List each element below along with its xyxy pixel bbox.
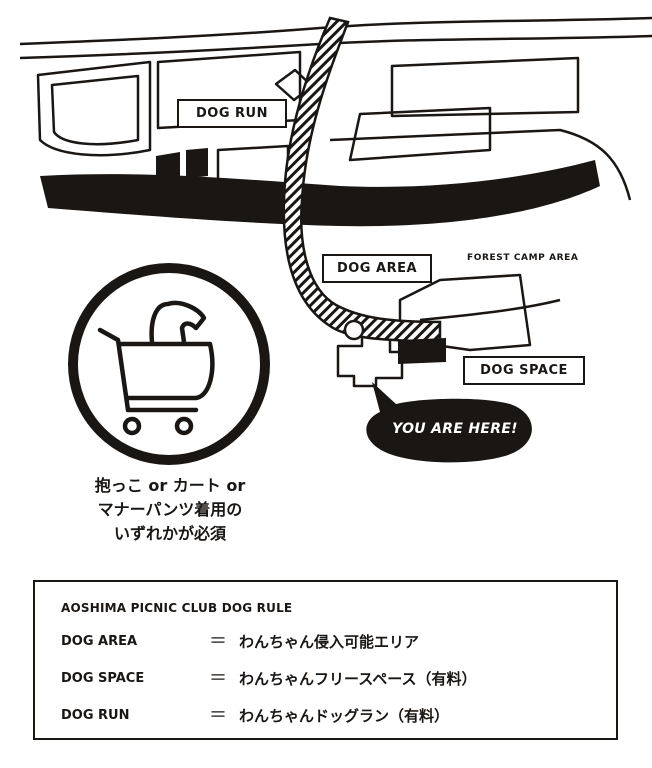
equals-sign: ＝ xyxy=(209,668,227,689)
dog-area-label: DOG AREA xyxy=(322,254,432,283)
east-path xyxy=(329,128,632,201)
dog-run-pen-2 xyxy=(186,148,208,178)
rule-term: DOG AREA xyxy=(61,634,138,649)
you-are-here-building xyxy=(336,334,404,388)
dog-rules-box: AOSHIMA PICNIC CLUB DOG RULE DOG AREA ＝ … xyxy=(33,580,618,740)
top-road-edge xyxy=(19,16,652,46)
parking-block xyxy=(36,60,152,157)
you-are-here-bubble xyxy=(366,382,532,463)
rules-title: AOSHIMA PICNIC CLUB DOG RULE xyxy=(61,601,293,615)
equals-sign: ＝ xyxy=(209,705,227,726)
area-map: DOG RUN DOG AREA DOG SPACE FOREST CAMP A… xyxy=(19,16,652,465)
building-east-2 xyxy=(348,106,492,162)
notice-line-2: マナーパンツ着用の xyxy=(97,500,243,519)
map-drawing xyxy=(19,16,652,465)
building-east-1 xyxy=(390,56,580,118)
rule-description: わんちゃん侵入可能エリア xyxy=(239,633,420,651)
dog-run-label: DOG RUN xyxy=(177,99,287,128)
forest-camp-path xyxy=(419,298,561,322)
rule-term: DOG RUN xyxy=(61,708,130,723)
dog-area-route xyxy=(282,16,442,344)
you-are-here-label: YOU ARE HERE! xyxy=(392,421,518,437)
notice-line-1: 抱っこ or カート or xyxy=(94,476,246,495)
route-node xyxy=(343,319,365,341)
rule-row-dog-run: DOG RUN ＝ わんちゃんドッグラン（有料） xyxy=(61,703,601,729)
forest-camp-area-label: FOREST CAMP AREA xyxy=(467,253,579,263)
rule-row-dog-space: DOG SPACE ＝ わんちゃんフリースペース（有料） xyxy=(61,666,601,692)
dog-entry-notice: 抱っこ or カート or マナーパンツ着用の いずれかが必須 xyxy=(40,474,300,546)
dog-in-cart-icon xyxy=(68,263,270,465)
dog-space-label: DOG SPACE xyxy=(463,356,585,385)
dog-space-block xyxy=(398,338,446,364)
parking-block-inner xyxy=(50,74,140,146)
rule-description: わんちゃんドッグラン（有料） xyxy=(239,707,450,725)
river xyxy=(40,160,600,227)
equals-sign: ＝ xyxy=(209,631,227,652)
notice-line-3: いずれかが必須 xyxy=(113,524,226,543)
rule-description: わんちゃんフリースペース（有料） xyxy=(239,670,477,688)
rule-row-dog-area: DOG AREA ＝ わんちゃん侵入可能エリア xyxy=(61,629,601,655)
dog-run-pen-1 xyxy=(156,152,180,180)
rule-term: DOG SPACE xyxy=(61,671,145,686)
